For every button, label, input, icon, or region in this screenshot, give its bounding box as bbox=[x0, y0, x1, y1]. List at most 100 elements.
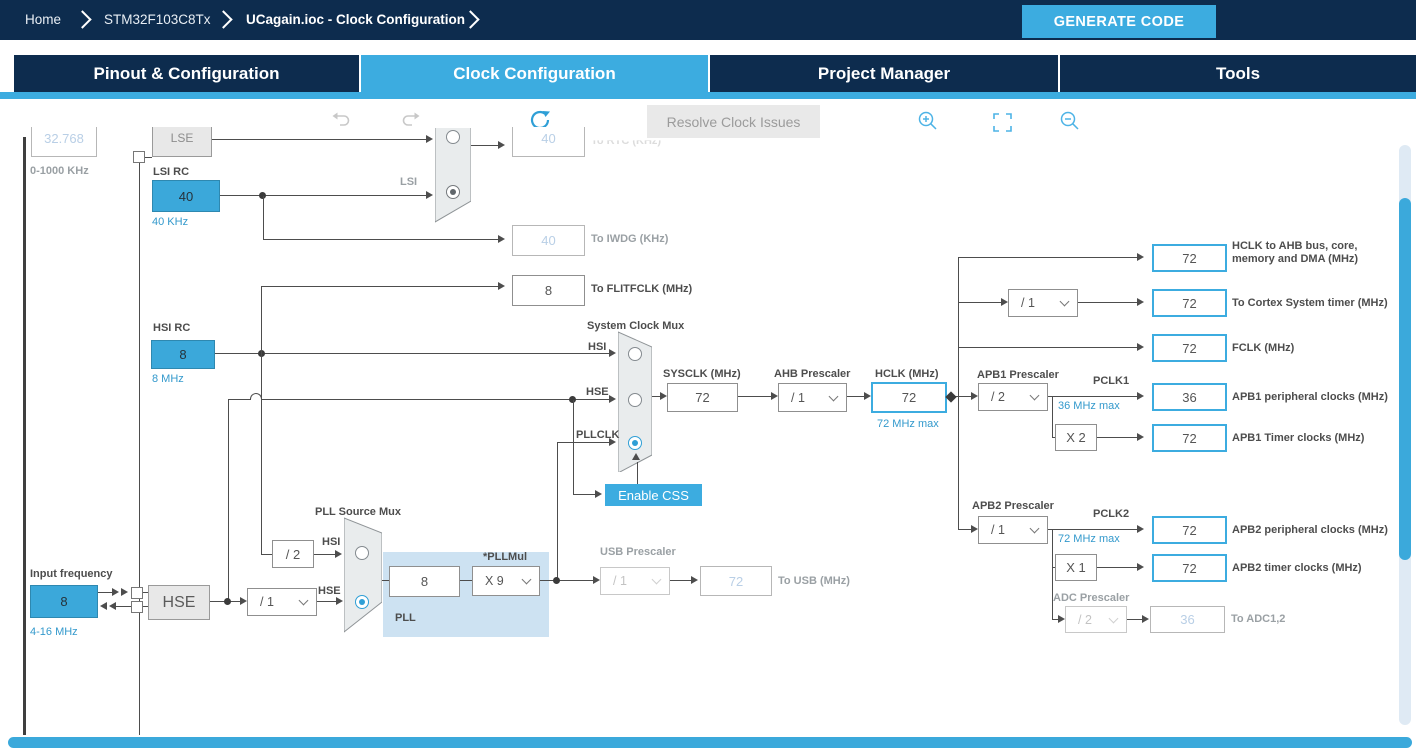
connector-handle[interactable] bbox=[133, 151, 145, 163]
chevron-down-icon bbox=[298, 595, 309, 606]
resolve-clock-issues-button[interactable]: Resolve Clock Issues bbox=[647, 105, 820, 138]
lse-frequency-field: 32.768 bbox=[31, 127, 97, 157]
tab-project-manager[interactable]: Project Manager bbox=[710, 55, 1058, 92]
sysmux-pllclk-label: PLLCLK bbox=[576, 429, 620, 441]
fit-to-window-icon[interactable] bbox=[993, 113, 1012, 137]
connector-line bbox=[573, 494, 595, 495]
arrowhead bbox=[1137, 525, 1144, 533]
hclk-value-field[interactable]: 72 bbox=[871, 382, 947, 413]
connector-line bbox=[1052, 619, 1058, 620]
lse-range-label: 0-1000 KHz bbox=[30, 165, 89, 177]
vertical-scrollbar-track[interactable] bbox=[1399, 145, 1411, 725]
apb2-timer-output-field[interactable]: 72 bbox=[1152, 554, 1227, 582]
arrowhead bbox=[498, 141, 505, 149]
sysmux-radio-hsi[interactable] bbox=[628, 347, 642, 361]
connector-line bbox=[263, 239, 498, 240]
arrowhead bbox=[593, 576, 600, 584]
pll-label: PLL bbox=[395, 612, 416, 624]
cortex-prescaler-dropdown[interactable]: / 1 bbox=[1008, 289, 1078, 317]
horizontal-scrollbar-thumb[interactable] bbox=[8, 737, 1412, 748]
breadcrumb-item-mcu[interactable]: STM32F103C8Tx bbox=[104, 12, 211, 27]
generate-code-button[interactable]: GENERATE CODE bbox=[1022, 5, 1216, 38]
connector-line bbox=[958, 302, 1001, 303]
sysmux-radio-pllclk[interactable] bbox=[628, 436, 642, 450]
connector-line bbox=[1127, 619, 1142, 620]
rtc-mux-radio-lse[interactable] bbox=[446, 130, 460, 144]
connector-line bbox=[261, 286, 498, 287]
apb1-timer-output-label: APB1 Timer clocks (MHz) bbox=[1232, 432, 1365, 444]
sysmux-hse-label: HSE bbox=[586, 386, 609, 398]
connector-line bbox=[471, 145, 498, 146]
connector-line bbox=[1078, 302, 1137, 303]
arrowhead bbox=[426, 191, 433, 199]
apb2-peripheral-output-field[interactable]: 72 bbox=[1152, 516, 1227, 544]
pllmul-dropdown[interactable]: X 9 bbox=[472, 566, 540, 596]
arrowhead bbox=[660, 392, 667, 400]
connector-line bbox=[228, 400, 229, 602]
hclk-ahb-output-field[interactable]: 72 bbox=[1152, 244, 1227, 272]
junction-dot bbox=[569, 396, 576, 403]
arrowhead bbox=[426, 135, 433, 143]
connector-line bbox=[670, 580, 691, 581]
connector-line bbox=[557, 443, 558, 581]
adc-output-label: To ADC1,2 bbox=[1231, 613, 1286, 625]
usb-prescaler-label: USB Prescaler bbox=[600, 546, 676, 558]
tab-tools[interactable]: Tools bbox=[1060, 55, 1416, 92]
hse-prediv-dropdown[interactable]: / 1 bbox=[247, 588, 317, 616]
hsi-title: HSI RC bbox=[153, 322, 191, 334]
undo-icon[interactable] bbox=[331, 111, 351, 134]
apb2-prescaler-dropdown[interactable]: / 1 bbox=[978, 516, 1048, 544]
enable-css-button[interactable]: Enable CSS bbox=[605, 484, 702, 506]
connector-handle[interactable] bbox=[131, 587, 143, 599]
zoom-out-icon[interactable] bbox=[1059, 110, 1081, 137]
iwdg-output-field: 40 bbox=[512, 225, 585, 256]
connector-line bbox=[1097, 567, 1137, 568]
sysmux-radio-hse[interactable] bbox=[628, 393, 642, 407]
chevron-down-icon bbox=[1029, 390, 1040, 401]
apb1-prescaler-dropdown[interactable]: / 2 bbox=[978, 383, 1048, 411]
connector-line bbox=[317, 601, 336, 602]
ahb-prescaler-dropdown[interactable]: / 1 bbox=[778, 383, 847, 412]
connector-line bbox=[220, 195, 426, 196]
fclk-output-field[interactable]: 72 bbox=[1152, 334, 1227, 362]
connector-line bbox=[116, 606, 131, 607]
tab-clock-configuration[interactable]: Clock Configuration bbox=[361, 55, 708, 92]
pllmux-radio-hsi[interactable] bbox=[355, 546, 369, 560]
hsi-frequency-box[interactable]: 8 bbox=[151, 340, 215, 369]
connector-line bbox=[652, 396, 661, 397]
breadcrumb-item-project[interactable]: UCagain.ioc - Clock Configuration bbox=[246, 12, 466, 27]
input-frequency-box[interactable]: 8 bbox=[30, 585, 98, 618]
connector-line bbox=[212, 139, 426, 140]
connector-handle[interactable] bbox=[131, 601, 143, 613]
cortex-timer-output-field[interactable]: 72 bbox=[1152, 289, 1227, 317]
adc-prescaler-dropdown: / 2 bbox=[1065, 606, 1127, 633]
tab-pinout-configuration[interactable]: Pinout & Configuration bbox=[14, 55, 359, 92]
apb1-timer-output-field[interactable]: 72 bbox=[1152, 424, 1227, 452]
rtc-clock-mux bbox=[435, 128, 471, 223]
ahb-prescaler-label: AHB Prescaler bbox=[774, 368, 851, 380]
chevron-down-icon bbox=[521, 574, 532, 585]
vertical-scrollbar-thumb[interactable] bbox=[1399, 198, 1411, 560]
arrowhead bbox=[1137, 253, 1144, 261]
arrowhead bbox=[240, 597, 247, 605]
breadcrumb-item-home[interactable]: Home bbox=[25, 12, 62, 27]
connector-line bbox=[738, 396, 771, 397]
apb2-peripheral-output-label: APB2 peripheral clocks (MHz) bbox=[1232, 524, 1388, 536]
lsi-frequency-box[interactable]: 40 bbox=[152, 180, 220, 212]
pllmux-radio-hse[interactable] bbox=[355, 595, 369, 609]
sysmux-hsi-label: HSI bbox=[588, 341, 607, 353]
apb1-peripheral-output-field[interactable]: 36 bbox=[1152, 383, 1227, 411]
rtc-output-label: To RTC (KHz) bbox=[591, 135, 662, 147]
rtc-mux-radio-lsi[interactable] bbox=[446, 185, 460, 199]
reset-clock-icon[interactable] bbox=[529, 108, 553, 137]
zoom-in-icon[interactable] bbox=[917, 110, 939, 137]
redo-icon[interactable] bbox=[401, 111, 421, 134]
connector-line bbox=[958, 529, 971, 530]
arrowhead bbox=[1137, 343, 1144, 351]
sysclk-value-field[interactable]: 72 bbox=[667, 383, 738, 412]
arrowhead bbox=[1058, 615, 1065, 623]
apb2-timer-output-label: APB2 timer clocks (MHz) bbox=[1232, 562, 1362, 574]
arrowhead bbox=[1137, 392, 1144, 400]
cortex-timer-output-label: To Cortex System timer (MHz) bbox=[1232, 297, 1388, 309]
pllmux-hse-label: HSE bbox=[318, 585, 341, 597]
